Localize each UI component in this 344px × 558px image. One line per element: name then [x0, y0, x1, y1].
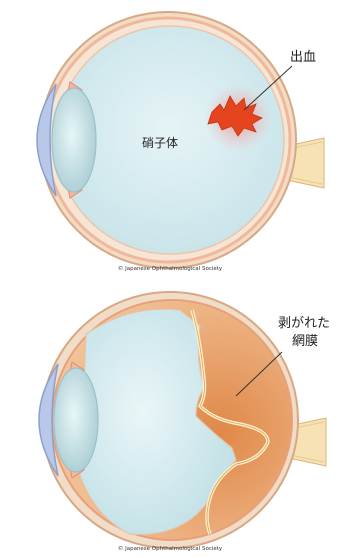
- eye-diagram-hemorrhage: 出血 硝子体 © Japanese Ophthalmological Socie…: [0, 0, 344, 280]
- label-detached-retina-line2: 網膜: [292, 330, 318, 349]
- label-hemorrhage: 出血: [290, 46, 316, 65]
- eye-diagram-retinal-detachment: 剥がれた 網膜 © Japanese Ophthalmological Soci…: [0, 280, 344, 558]
- lens: [52, 88, 96, 192]
- label-detached-retina-line1: 剥がれた: [278, 312, 330, 331]
- copyright-caption-top: © Japanese Ophthalmological Society: [118, 266, 222, 272]
- label-vitreous: 硝子体: [142, 134, 178, 151]
- copyright-caption-bottom: © Japanese Ophthalmological Society: [118, 546, 222, 552]
- lens-bottom: [54, 368, 98, 472]
